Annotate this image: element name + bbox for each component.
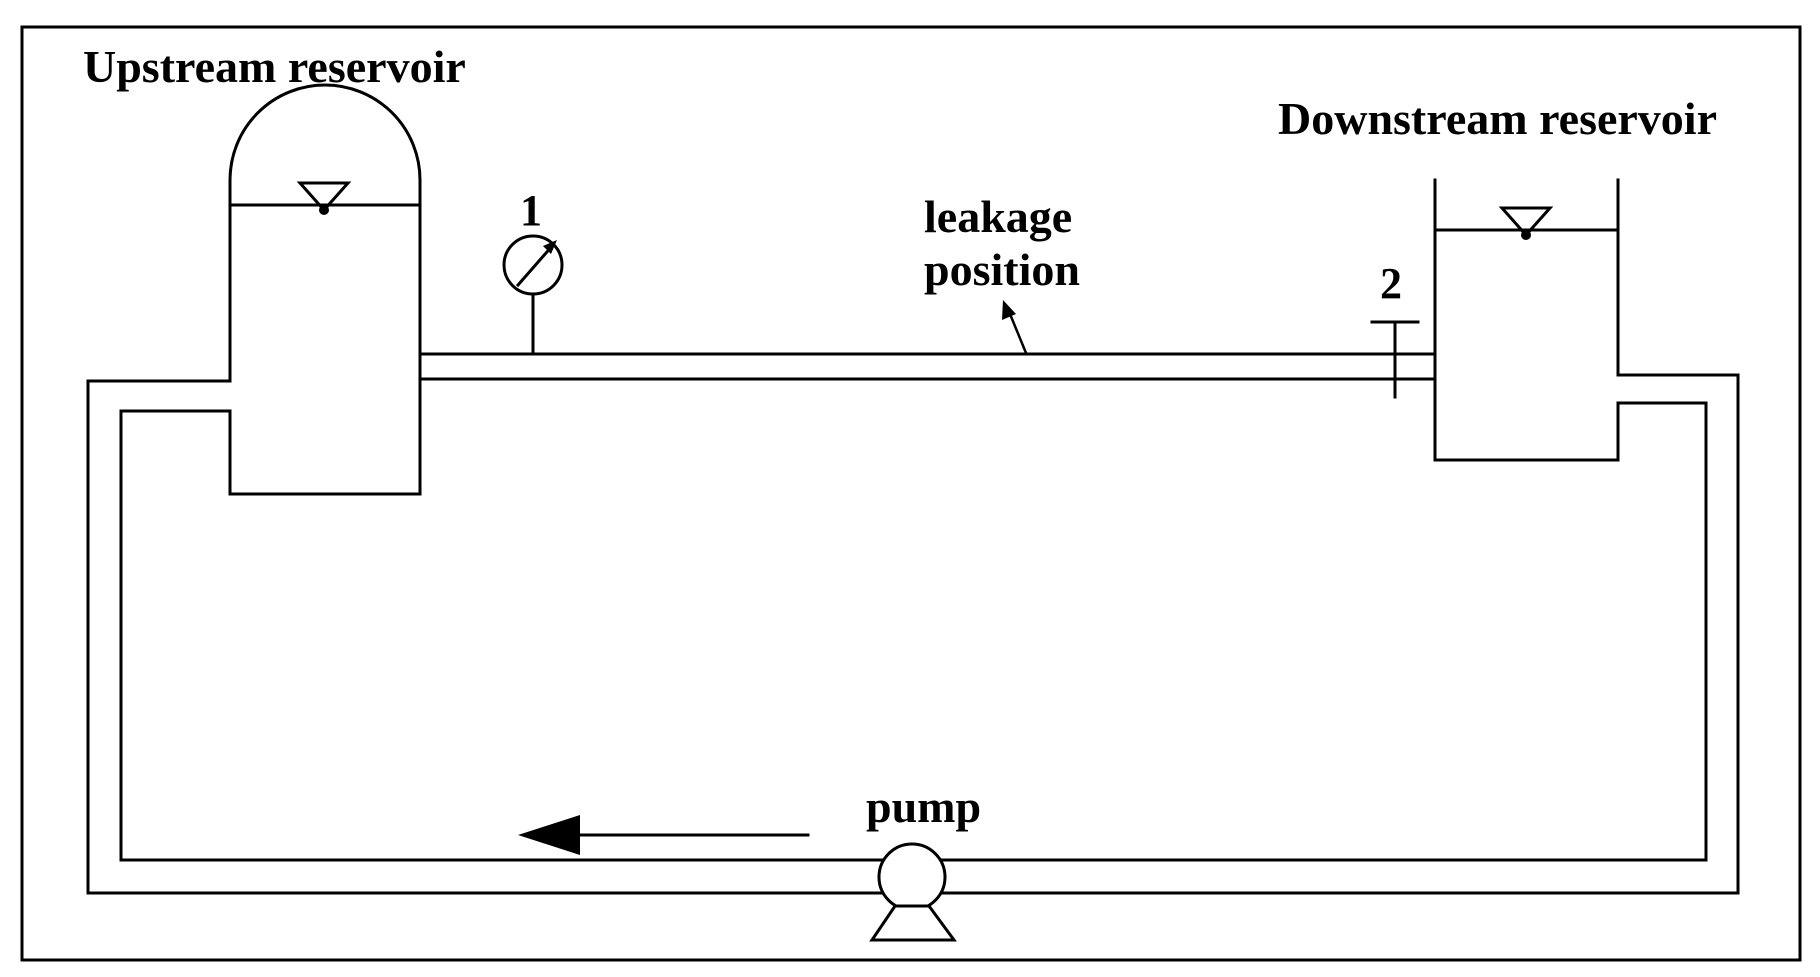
test-pipeline xyxy=(418,352,1437,381)
downstream-reservoir xyxy=(1433,178,1620,462)
gauge-needle-icon xyxy=(543,240,557,254)
point-2-label: 2 xyxy=(1380,259,1402,308)
downstream-water-level-icon xyxy=(1498,206,1554,240)
pressure-gauge-1 xyxy=(502,234,564,356)
leakage-arrow-icon xyxy=(1002,300,1028,354)
pump-label: pump xyxy=(866,781,981,832)
upstream-water-level-icon xyxy=(296,181,352,215)
leakage-label-line1: leakage xyxy=(924,191,1072,242)
leakage-label-line2: position xyxy=(924,244,1080,295)
point-1-label: 1 xyxy=(520,186,542,235)
downstream-reservoir-label: Downstream reservoir xyxy=(1278,93,1717,144)
flow-direction-arrow-icon xyxy=(518,815,810,855)
upstream-reservoir xyxy=(228,83,422,496)
upstream-reservoir-label: Upstream reservoir xyxy=(83,41,466,92)
pump-icon xyxy=(869,842,957,942)
valve-2 xyxy=(1370,320,1420,399)
diagram-frame xyxy=(20,25,1802,962)
